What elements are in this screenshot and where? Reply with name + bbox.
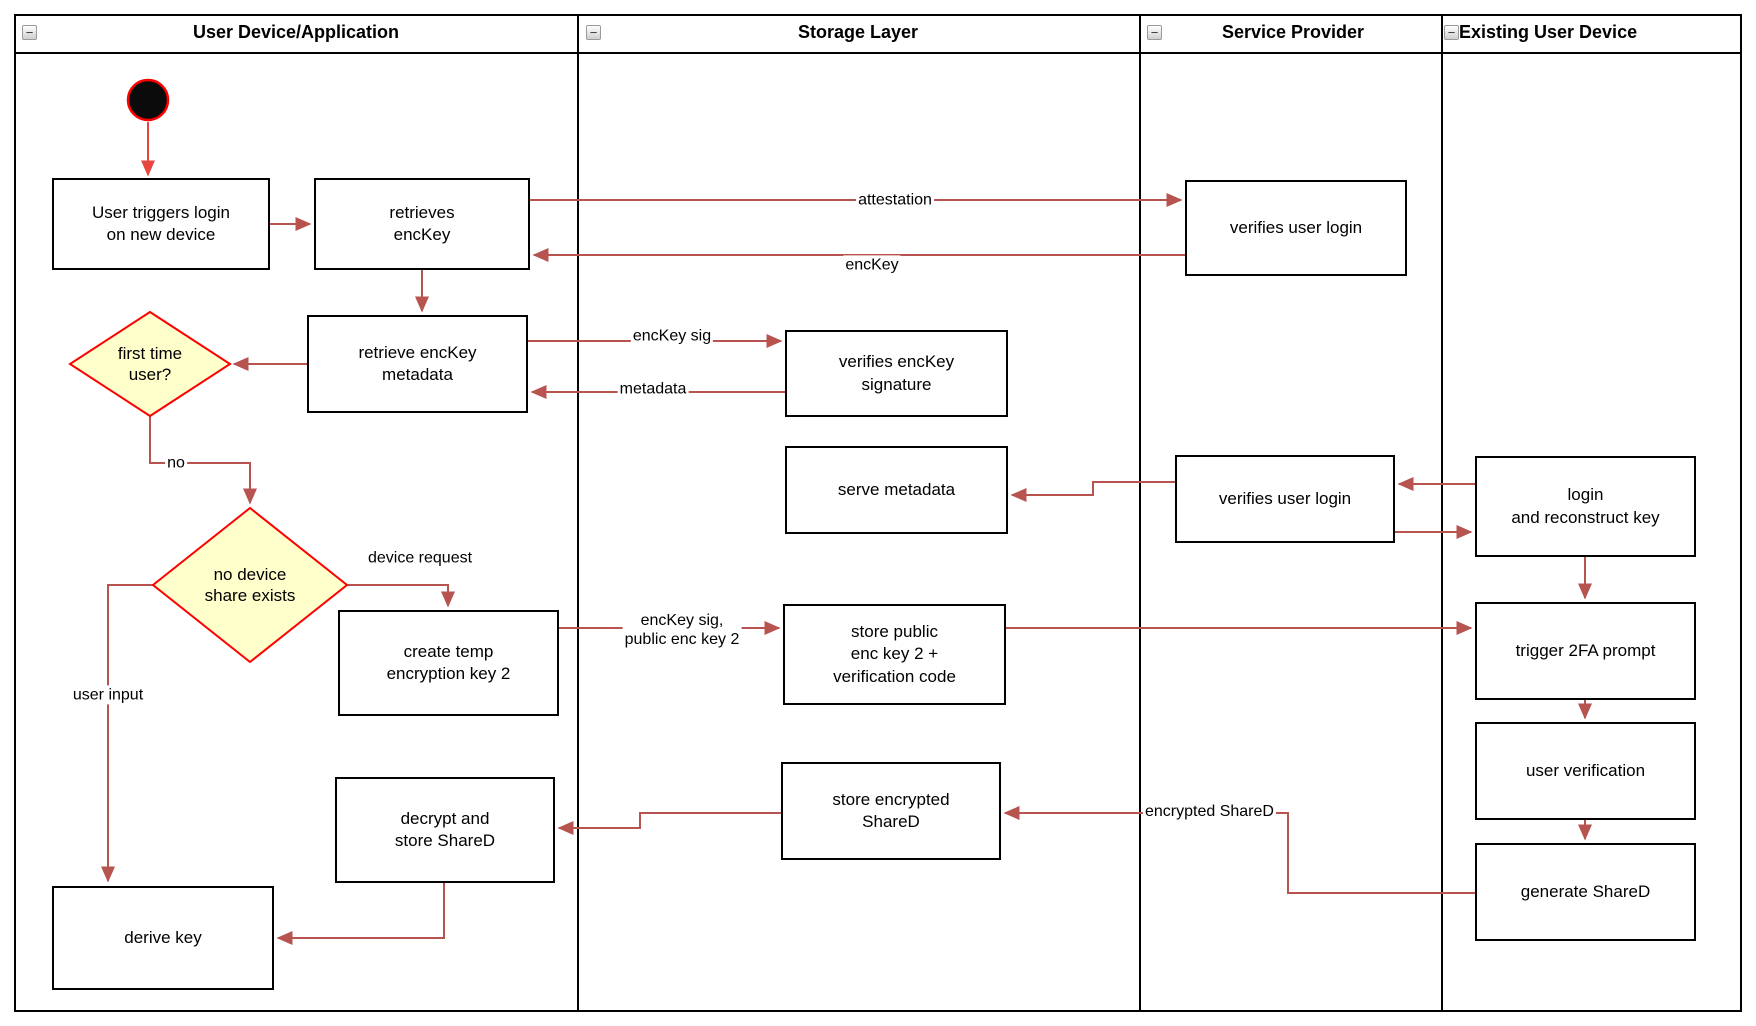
initial-node[interactable] [126,78,170,122]
activity-store-public-enc-key[interactable]: store public enc key 2 + verification co… [783,604,1006,705]
activity-verifies-user-login-top[interactable]: verifies user login [1185,180,1407,276]
edge-label-encrypted-shared: encrypted ShareD [1143,802,1276,822]
activity-retrieve-enckey-metadata[interactable]: retrieve encKey metadata [307,315,528,413]
edge-encrypted-shared [1003,806,1475,894]
lane-header-underline [14,52,1742,54]
lane-divider-1 [577,14,579,1012]
lane-divider-2 [1139,14,1141,1012]
edge-decrypt-to-derive [276,883,445,945]
edge-label-enckey: encKey [843,255,901,275]
decision-label-first-time-user: first time user? [117,343,183,384]
decision-first-time-user[interactable] [68,310,232,418]
lane-divider-3 [1441,14,1443,1012]
activity-store-encrypted-shared[interactable]: store encrypted ShareD [781,762,1001,860]
decision-no-device-share[interactable] [151,506,349,664]
decision-label-no-device-share: no device share exists [204,564,296,605]
collapse-lane-icon[interactable]: − [1444,25,1459,40]
edge-store-encrypted-to-decrypt [557,812,781,835]
edge-no-branch [149,416,257,505]
collapse-lane-icon[interactable]: − [1147,25,1162,40]
edge-label-no: no [165,453,187,473]
activity-serve-metadata[interactable]: serve metadata [785,446,1008,534]
edge-label-metadata: metadata [617,379,689,399]
edge-device-request [347,584,455,608]
activity-user-triggers-login[interactable]: User triggers login on new device [52,178,270,270]
activity-verifies-user-login-mid[interactable]: verifies user login [1175,455,1395,543]
collapse-lane-icon[interactable]: − [586,25,601,40]
activity-retrieves-enckey[interactable]: retrieves encKey [314,178,530,270]
edge-label-enckey-sig: encKey sig [630,326,714,346]
collapse-lane-icon[interactable]: − [22,25,37,40]
activity-login-reconstruct-key[interactable]: login and reconstruct key [1475,456,1696,557]
lane-title-existing-user-device: Existing User Device [1459,22,1638,42]
edge-label-user-input: user input [70,685,146,705]
activity-generate-shared[interactable]: generate ShareD [1475,843,1696,941]
lane-title-service-provider: Service Provider [1221,22,1365,42]
activity-verifies-enckey-signature[interactable]: verifies encKey signature [785,330,1008,417]
edge-user-input [101,584,153,883]
edge-label-device-request: device request [365,548,475,568]
activity-user-verification[interactable]: user verification [1475,722,1696,820]
lane-title-user-device: User Device/Application [192,22,400,42]
activity-create-temp-key[interactable]: create temp encryption key 2 [338,610,559,716]
lane-title-storage-layer: Storage Layer [797,22,919,42]
activity-decrypt-store-shared[interactable]: decrypt and store ShareD [335,777,555,883]
edge-label-attestation: attestation [856,190,934,210]
activity-derive-key[interactable]: derive key [52,886,274,990]
edge-verifies-to-serve-metadata [1010,481,1175,502]
activity-trigger-2fa-prompt[interactable]: trigger 2FA prompt [1475,602,1696,700]
edge-label-enckey-sig-public: encKey sig, public enc key 2 [622,610,742,650]
